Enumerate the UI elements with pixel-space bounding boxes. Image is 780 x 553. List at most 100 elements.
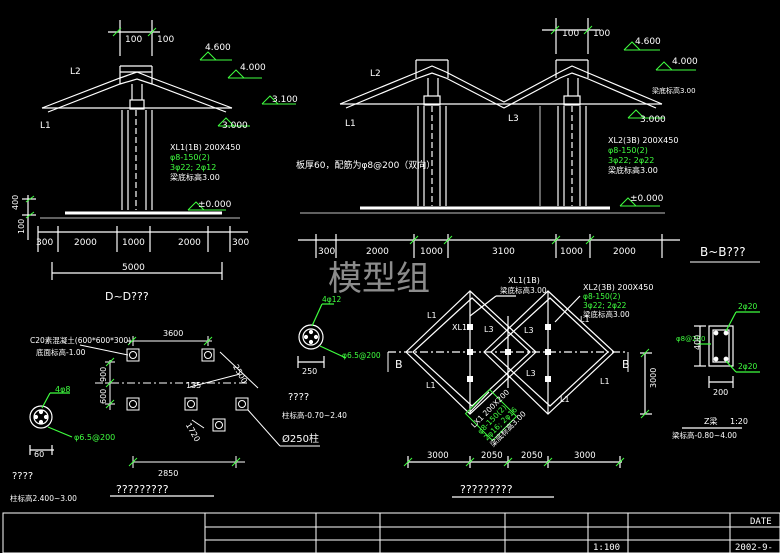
right-dim-5: 2000 xyxy=(613,247,636,257)
rp-dim-3: 3000 xyxy=(574,451,596,461)
tb-date-label: DATE xyxy=(750,517,772,527)
foundation-plan-text: C20素混凝土(600*600*300) 底面标高-1.00 3600 2500… xyxy=(10,329,319,503)
right-elev-3000: 3.000 xyxy=(640,115,666,125)
roof-plan-markers xyxy=(403,348,650,467)
left-beam-l1: L1 xyxy=(40,121,51,131)
right-beam-note-3: 3φ22; 2φ22 xyxy=(608,156,654,165)
fp-label-q: ???? xyxy=(12,471,33,482)
rp-mark-b-right: B xyxy=(622,358,630,371)
bs-bottom-rebar: 2φ20 xyxy=(738,362,757,371)
right-beam-note-1: XL2(3B) 200X450 xyxy=(608,136,678,145)
right-dim-2: 1000 xyxy=(420,247,443,257)
xl2-note-4: 梁底标高3.00 xyxy=(583,309,630,319)
rp-label-7: L1 xyxy=(600,377,610,386)
fp-dim-135: 135 xyxy=(186,381,201,390)
right-dim-top: 100 xyxy=(562,29,579,39)
right-elev-4600: 4.600 xyxy=(635,37,661,47)
left-elevation-text: 100 100 4.600 4.000 3.100 3.000 ±0.000 L… xyxy=(11,35,298,303)
foundation-plan xyxy=(79,336,320,468)
rp-dim-1: 2050 xyxy=(481,451,503,461)
cd-label-q: ???? xyxy=(288,392,309,403)
rp-label-2: L3 xyxy=(484,325,494,334)
xl2-note-2: φ8-150(2) xyxy=(583,292,620,301)
left-dim-100: 100 xyxy=(17,219,26,234)
right-elevation xyxy=(298,18,680,258)
right-elevation-markers xyxy=(409,25,696,245)
right-beam-note-4: 梁底标高3.00 xyxy=(608,165,658,175)
left-dim-400: 400 xyxy=(11,195,20,210)
cd-dim-250: 250 xyxy=(302,367,317,376)
rp-dim-0: 3000 xyxy=(427,451,449,461)
xl1-note-2: 梁底标高3.00 xyxy=(500,285,547,295)
beam-section xyxy=(682,311,760,429)
title-block xyxy=(2,512,780,553)
column-detail xyxy=(297,303,347,368)
left-dim-top: 100 xyxy=(125,35,142,45)
rp-dim-2: 2050 xyxy=(521,451,543,461)
fp-col-note: Ø250柱 xyxy=(282,432,319,445)
left-dim-4: 300 xyxy=(232,238,249,248)
right-elev-4000: 4.000 xyxy=(672,57,698,67)
left-dim-3: 2000 xyxy=(178,238,201,248)
rp-label-1: XL1 xyxy=(452,323,467,332)
pad-note-1: C20素混凝土(600*600*300) xyxy=(30,335,131,345)
right-dim-4: 1000 xyxy=(560,247,583,257)
left-elevation xyxy=(22,20,248,280)
bs-dim-200: 200 xyxy=(713,388,728,397)
right-beam-l3: L3 xyxy=(508,114,519,124)
fp-dim-600: 600 xyxy=(99,389,108,404)
left-dim-0: 300 xyxy=(36,238,53,248)
bs-label: Z梁 xyxy=(704,417,717,426)
left-elev-4000: 4.000 xyxy=(240,63,266,73)
watermark: 模型组 xyxy=(328,259,430,299)
rp-b-arrows xyxy=(387,352,629,372)
left-column-capital xyxy=(129,99,145,110)
rp-title: ????????? xyxy=(460,483,513,496)
tb-date-value: 2002-9- xyxy=(735,543,773,553)
fp-dim-2850: 2850 xyxy=(158,469,178,478)
right-dim-top-right: 100 xyxy=(593,29,610,39)
tb-scale: 1:100 xyxy=(593,543,620,553)
left-roof-inner xyxy=(47,78,227,113)
rp-label-4: L1 xyxy=(580,315,590,324)
rp-dim-3000-v: 3000 xyxy=(649,368,658,388)
rp-label-8: L1 xyxy=(560,395,570,404)
fp-title: ????????? xyxy=(116,483,169,496)
xl1-note-1: XL1(1B) xyxy=(508,276,540,285)
roof-plan-nodes xyxy=(467,324,551,382)
left-beam-note-1: XL1(1B) 200X450 xyxy=(170,143,240,152)
bs-scale: 1:20 xyxy=(730,417,748,426)
left-dim-total: 5000 xyxy=(122,263,145,273)
beam-section-text: 2φ20 φ8@200 2φ20 400 200 Z梁 1:20 梁标高-0.8… xyxy=(672,302,757,440)
pad-note-2: 底面标高-1.00 xyxy=(36,347,86,357)
bs-side-rebar: φ8@200 xyxy=(676,335,705,343)
fp-rebar: 4φ8 xyxy=(55,385,70,394)
right-dim-0: 300 xyxy=(318,247,335,257)
bs-dim-400: 400 xyxy=(693,335,702,350)
rp-label-5: L1 xyxy=(426,381,436,390)
right-roof-outline xyxy=(339,65,663,105)
left-elev-0000: ±0.000 xyxy=(198,200,232,210)
section-bb-title: B~B??? xyxy=(700,245,746,259)
fp-dim-900: 900 xyxy=(99,367,108,382)
rp-mark-b-left: B xyxy=(395,358,403,371)
cd-stirrup: φ6.5@200 xyxy=(342,351,381,360)
column-detail-text: 4φ12 φ6.5@200 250 ???? 柱标高-0.70~2.40 xyxy=(282,295,381,420)
left-beam-l2: L2 xyxy=(70,67,81,77)
left-elev-3000: 3.000 xyxy=(222,121,248,131)
left-elevation-markers xyxy=(25,27,296,219)
left-elev-4600: 4.600 xyxy=(205,43,231,53)
rp-label-3: L3 xyxy=(524,326,534,335)
left-roof-outline xyxy=(41,71,233,109)
right-beam-l1: L1 xyxy=(345,119,356,129)
bs-elev-note: 梁标高-0.80~4.00 xyxy=(672,430,737,440)
rp-label-6: L3 xyxy=(526,369,536,378)
column-section-left xyxy=(29,392,73,455)
right-roof-inner xyxy=(345,72,657,109)
fp-dim-60: 60 xyxy=(34,450,44,459)
title-block-text: 1:100 DATE 2002-9- xyxy=(593,517,773,553)
left-dim-top-right: 100 xyxy=(157,35,174,45)
rp-label-0: L1 xyxy=(427,311,437,320)
